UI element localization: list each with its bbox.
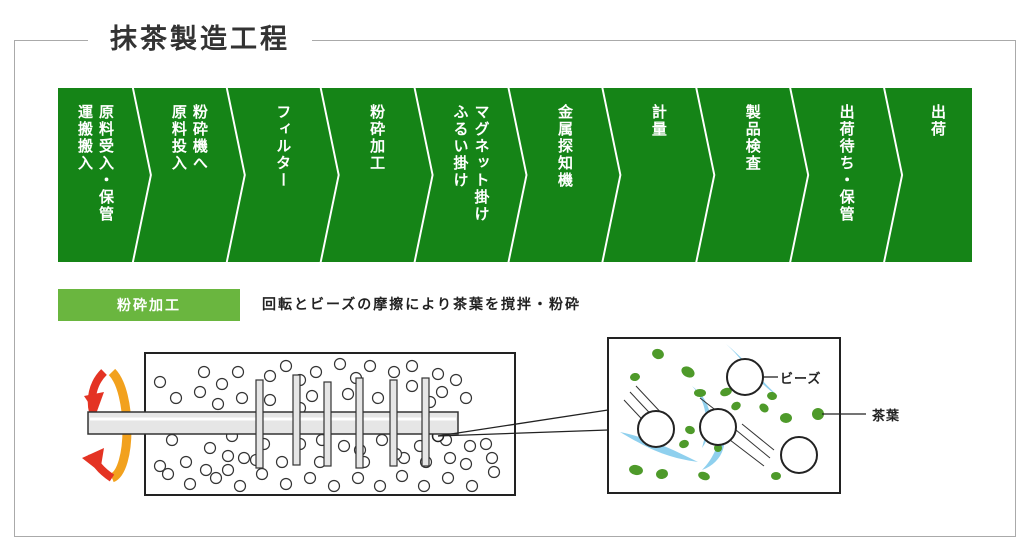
process-step-label-5: マグネット掛けふるい掛け <box>436 104 506 248</box>
section-label: 粉砕加工 <box>58 289 240 321</box>
process-step-8 <box>697 88 808 262</box>
process-step-text: 運搬搬入 <box>75 104 94 172</box>
process-step-label-8: 製品検査 <box>717 104 787 248</box>
process-step-text: 原料投入 <box>169 104 188 172</box>
process-step-2 <box>133 88 244 262</box>
process-step-3 <box>227 88 338 262</box>
process-step-label-6: 金属探知機 <box>530 104 600 248</box>
section-description: 回転とビーズの摩擦により茶葉を撹拌・粉砕 <box>262 297 582 313</box>
process-step-text: 粉砕加工 <box>368 104 387 172</box>
process-step-label-4: 粉砕加工 <box>342 104 412 248</box>
process-step-7 <box>603 88 714 262</box>
process-step-text: 製品検査 <box>743 104 762 172</box>
process-step-label-1: 原料受入・保管運搬搬入 <box>60 104 130 248</box>
beads-callout: ビーズ <box>780 372 822 387</box>
process-step-5 <box>415 88 526 262</box>
process-step-text: 原料受入・保管 <box>96 104 115 223</box>
process-step-text: 出荷 <box>929 104 948 138</box>
process-step-label-3: フィルター <box>248 104 318 248</box>
process-step-text: 出荷待ち・保管 <box>837 104 856 223</box>
process-step-label-9: 出荷待ち・保管 <box>811 104 881 248</box>
process-flow <box>58 88 972 262</box>
process-step-text: 金属探知機 <box>555 104 574 189</box>
diagram-title: 抹茶製造工程 <box>88 22 312 58</box>
process-step-text: マグネット掛け <box>472 104 491 223</box>
process-step-text: ふるい掛け <box>451 104 470 189</box>
leaves-callout: 茶葉 <box>872 409 901 424</box>
process-step-text: フィルター <box>274 104 293 189</box>
process-step-text: 計量 <box>649 104 668 138</box>
process-step-4 <box>321 88 432 262</box>
process-step-6 <box>509 88 620 262</box>
process-step-text: 粉砕機へ <box>190 104 209 172</box>
process-step-1 <box>58 88 150 262</box>
process-step-9 <box>791 88 902 262</box>
process-step-label-2: 粉砕機へ原料投入 <box>154 104 224 248</box>
diagram-frame <box>14 40 1016 537</box>
process-step-label-7: 計量 <box>623 104 693 248</box>
process-step-10 <box>885 88 972 262</box>
process-step-label-10: 出荷 <box>905 104 970 248</box>
